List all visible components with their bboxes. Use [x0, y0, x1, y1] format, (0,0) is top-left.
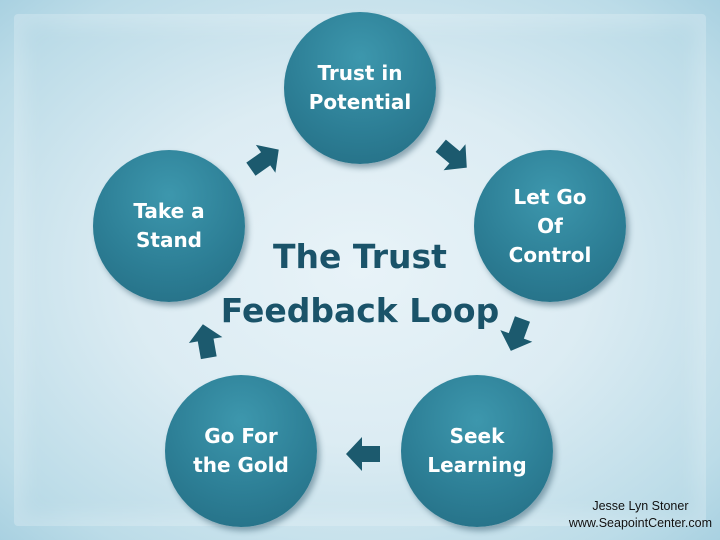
arrow-gold-to-stand-icon — [186, 322, 226, 362]
arrow-potential-to-control-icon — [433, 136, 473, 176]
arrow-shape — [346, 437, 380, 471]
node-label: Trust in Potential — [308, 61, 412, 114]
credit-block: Jesse Lyn Stoner www.SeapointCenter.com — [569, 498, 712, 532]
arrow-learning-to-gold-icon — [344, 434, 384, 474]
node-trust-in-potential: Trust in Potential — [284, 12, 436, 164]
node-go-for-the-gold: Go For the Gold — [165, 375, 317, 527]
arrow-stand-to-potential-icon — [244, 140, 284, 180]
credit-website: www.SeapointCenter.com — [568, 516, 712, 530]
node-label: Take a Stand — [133, 199, 205, 252]
diagram-title: The Trust Feedback Loop — [220, 237, 500, 330]
node-label: Let Go Of Control — [508, 184, 592, 267]
arrow-shape — [246, 144, 279, 176]
arrow-shape — [500, 316, 533, 351]
credit-author: Jesse Lyn Stoner — [592, 499, 689, 513]
node-take-a-stand: Take a Stand — [93, 150, 245, 302]
arrow-shape — [188, 324, 223, 360]
node-let-go-of-control: Let Go Of Control — [474, 150, 626, 302]
arrow-control-to-learning-icon — [497, 314, 537, 354]
node-label: Seek Learning — [427, 424, 527, 477]
node-seek-learning: Seek Learning — [401, 375, 553, 527]
arrow-shape — [435, 139, 467, 171]
node-label: Go For the Gold — [193, 424, 289, 477]
